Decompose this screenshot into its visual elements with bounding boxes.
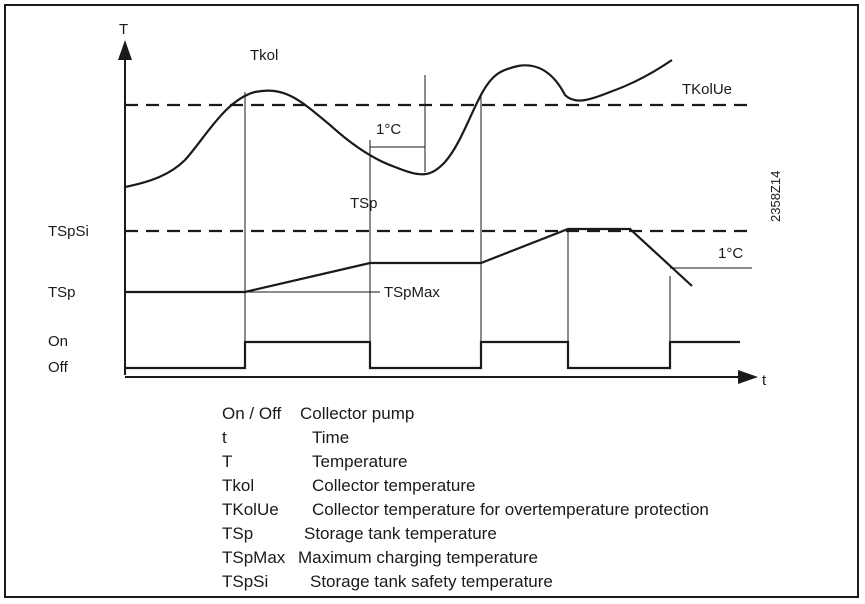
- legend-term-0: On / Off: [222, 404, 281, 423]
- one-deg-lower-label: 1°C: [718, 245, 743, 262]
- tsp-curve-label: TSp: [350, 195, 378, 212]
- axes: [124, 58, 738, 378]
- one-deg-upper-label: 1°C: [376, 121, 401, 138]
- tkol-label: Tkol: [250, 47, 278, 64]
- tsp-left-label: TSp: [48, 284, 76, 301]
- x-axis-arrow-icon: [738, 370, 758, 384]
- tsp-curve: [125, 227, 693, 294]
- diagram-frame: [4, 4, 859, 598]
- legend-term-1: t: [222, 428, 227, 447]
- legend-term-2: T: [222, 452, 232, 471]
- tkol-curve: [124, 59, 673, 189]
- legend-term-4: TKolUe: [222, 500, 279, 519]
- legend-term-7: TSpSi: [222, 572, 268, 591]
- legend-desc-7: Storage tank safety temperature: [310, 572, 553, 591]
- off-label: Off: [48, 359, 69, 376]
- tkolue-label: TKolUe: [682, 81, 732, 98]
- y-axis-arrow-icon: [118, 40, 132, 60]
- legend-term-5: TSp: [222, 524, 253, 543]
- legend: On / Off Collector pump t Time T Tempera…: [222, 404, 709, 591]
- vertical-markers: [244, 75, 752, 368]
- code-label: 2358Z14: [768, 171, 783, 222]
- on-label: On: [48, 333, 68, 350]
- axis-x-label: t: [762, 372, 767, 389]
- tspmax-label: TSpMax: [384, 284, 440, 301]
- legend-desc-0: Collector pump: [300, 404, 414, 423]
- legend-desc-6: Maximum charging temperature: [298, 548, 538, 567]
- legend-desc-5: Storage tank temperature: [304, 524, 497, 543]
- axis-y-label: T: [119, 21, 128, 38]
- legend-desc-4: Collector temperature for overtemperatur…: [312, 500, 709, 519]
- legend-term-3: Tkol: [222, 476, 254, 495]
- legend-desc-1: Time: [312, 428, 349, 447]
- legend-term-6: TSpMax: [222, 548, 286, 567]
- legend-desc-3: Collector temperature: [312, 476, 475, 495]
- tspsi-label: TSpSi: [48, 223, 89, 240]
- legend-desc-2: Temperature: [312, 452, 407, 471]
- pump-signal: [125, 340, 740, 370]
